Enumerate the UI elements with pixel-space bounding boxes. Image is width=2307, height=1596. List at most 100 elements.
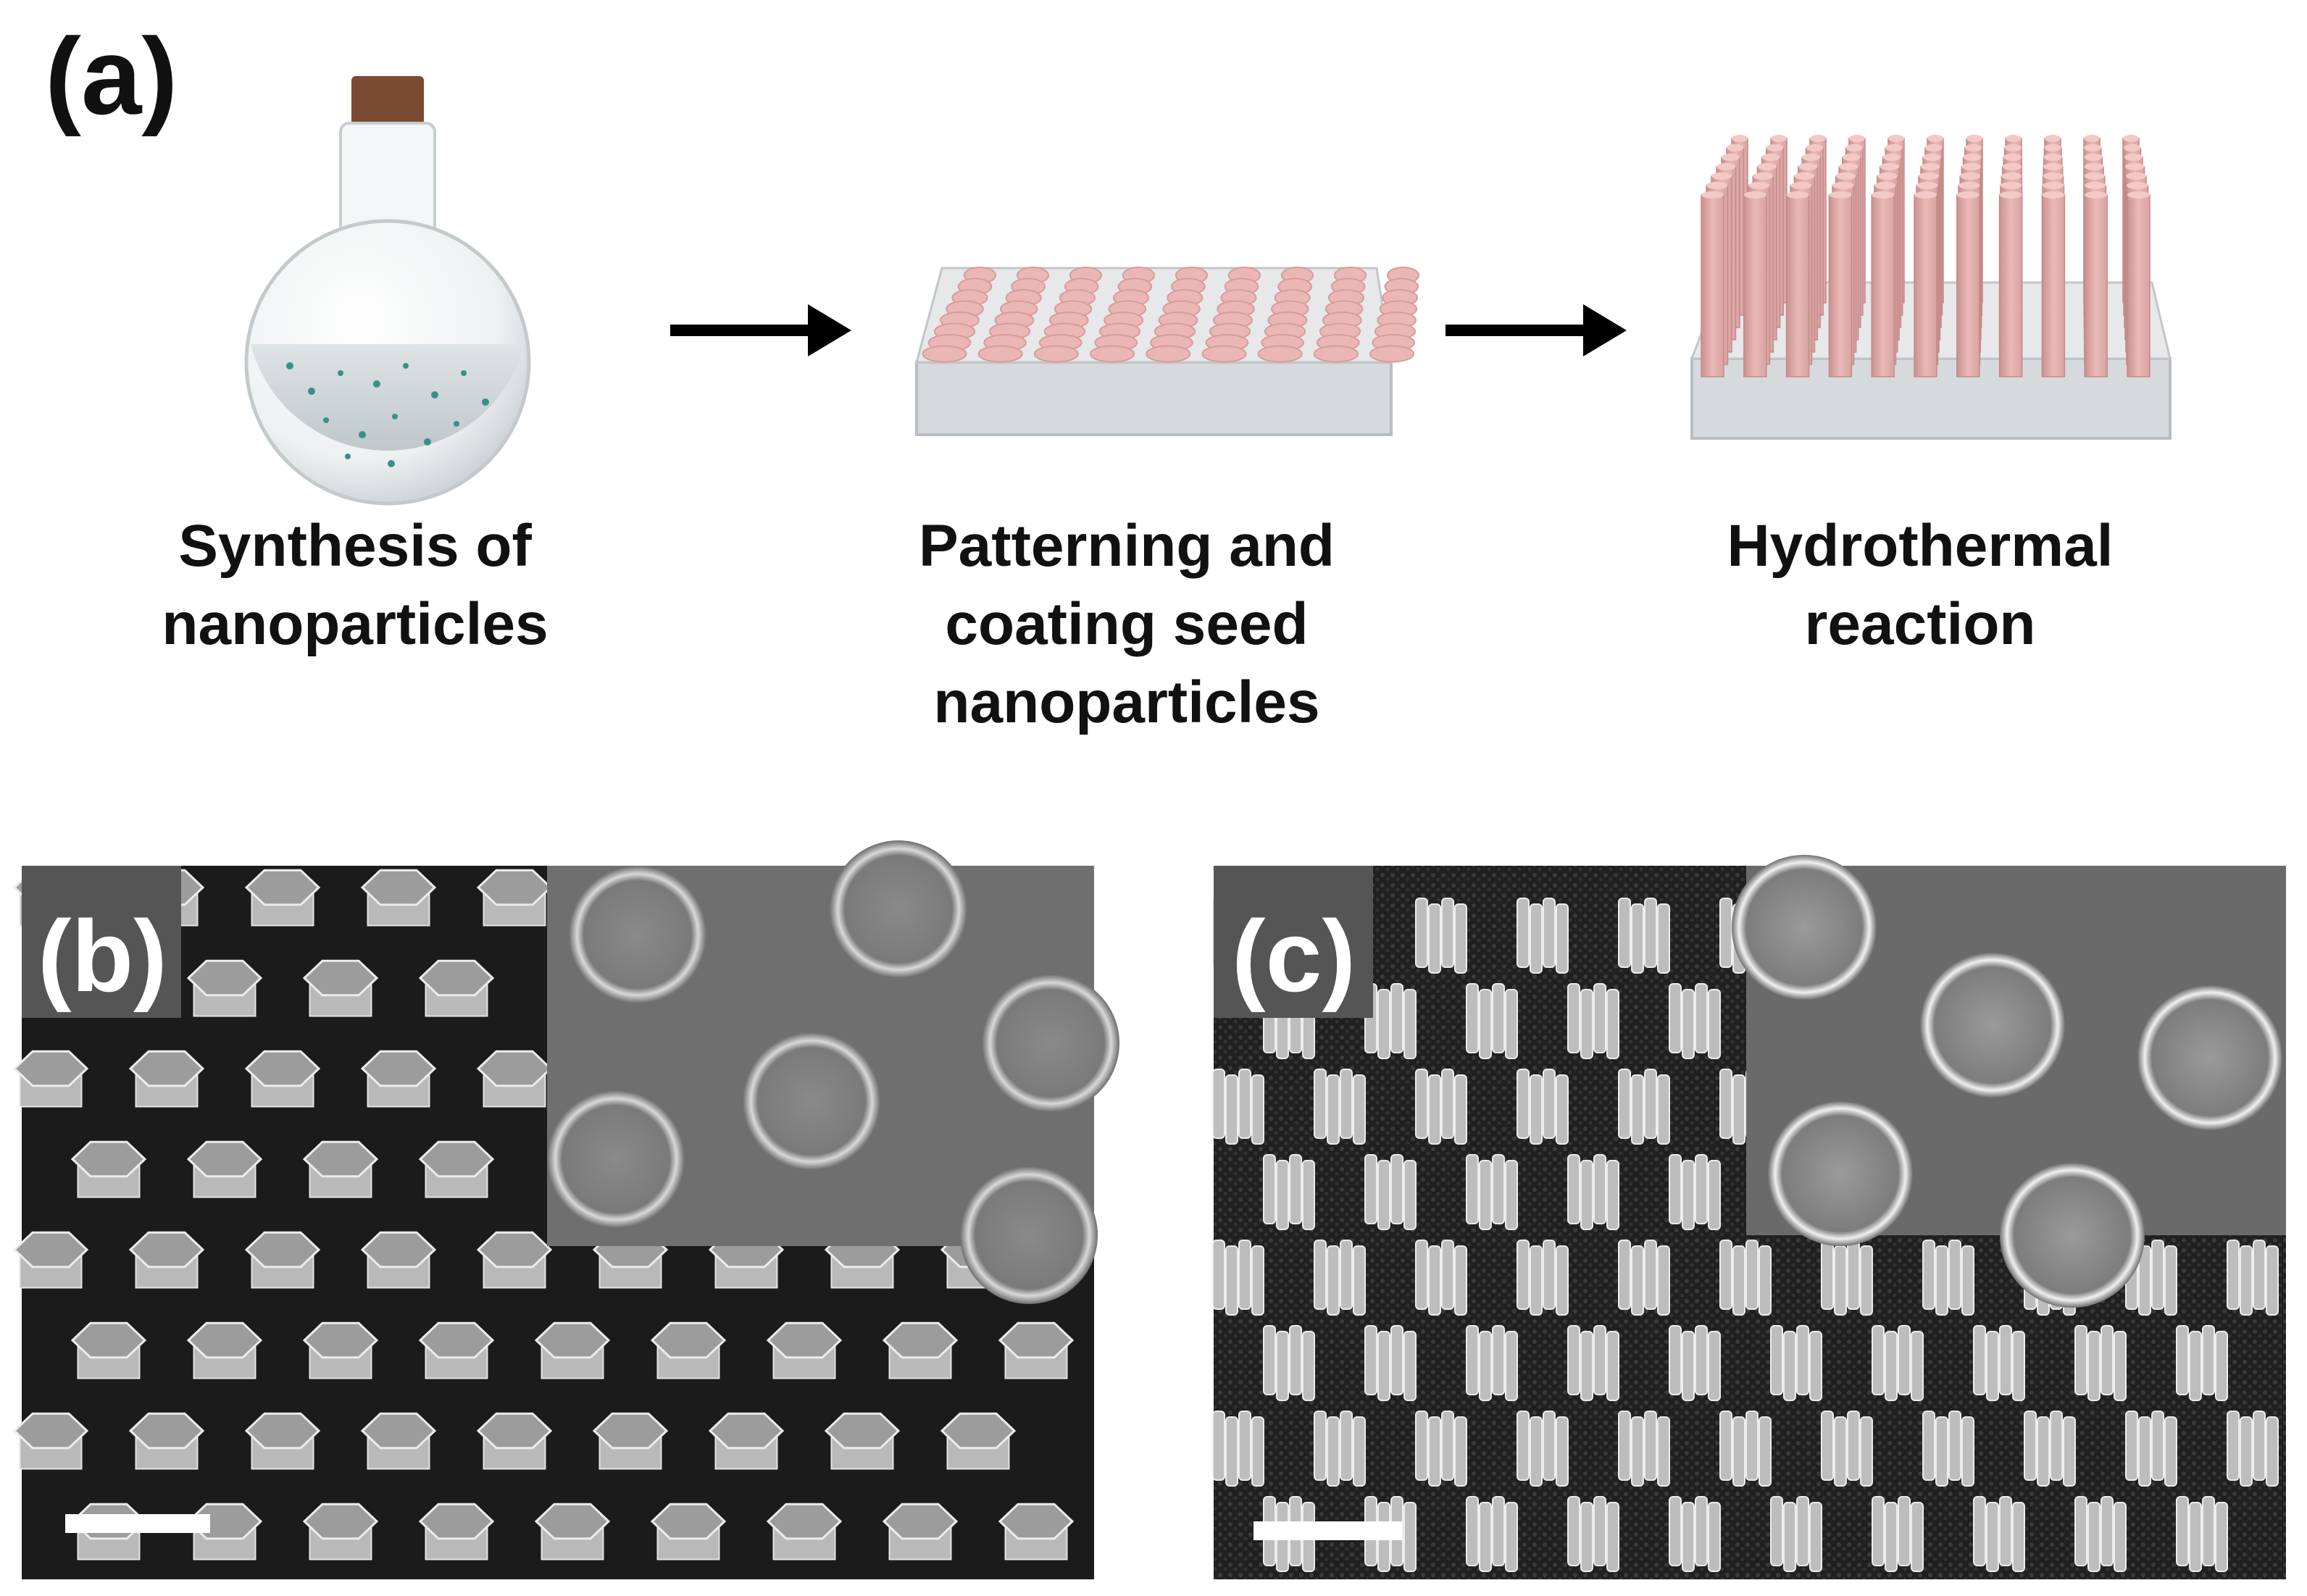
hex-pillar xyxy=(360,869,437,927)
hex-pillar xyxy=(476,1050,553,1108)
rod-bundle xyxy=(1669,1325,1721,1401)
seed-dot xyxy=(1313,345,1359,363)
nanorod xyxy=(2127,191,2150,377)
caption-step-3: Hydrothermal reaction xyxy=(1645,507,2195,664)
hex-pillar xyxy=(998,1321,1075,1379)
hex-pillar xyxy=(418,1503,495,1561)
rod-bundle xyxy=(2125,1411,2177,1487)
panel-label-a: (a) xyxy=(45,15,178,137)
hex-pillar xyxy=(766,1503,843,1561)
rod-bundle xyxy=(1872,1325,1924,1401)
rod-bundle xyxy=(2125,1240,2177,1316)
inset-disk xyxy=(1920,953,2065,1098)
inset-disk xyxy=(743,1032,880,1170)
rod-bundle xyxy=(1973,1325,2025,1401)
caption-line: Patterning and xyxy=(918,513,1335,579)
hex-pillar xyxy=(70,1321,147,1379)
hex-pillar xyxy=(244,1050,321,1108)
rod-bundle xyxy=(1212,1240,1264,1316)
rod-bundle xyxy=(1770,1496,1822,1572)
hex-pillar xyxy=(360,1412,437,1470)
caption-line: reaction xyxy=(1804,591,2036,658)
rod-bundle xyxy=(1618,898,1670,974)
nanoparticles-in-flask xyxy=(286,362,489,467)
nanorod xyxy=(1956,191,1980,377)
hex-pillar xyxy=(476,1231,553,1289)
hex-pillar xyxy=(940,1412,1017,1470)
hex-pillar xyxy=(12,1050,89,1108)
hex-pillar xyxy=(650,1503,727,1561)
rod-bundle xyxy=(1669,1154,1721,1230)
rod-bundle xyxy=(1821,1240,1873,1316)
rod-bundle xyxy=(1567,1496,1619,1572)
rod-bundle xyxy=(1415,898,1467,974)
label-box-c xyxy=(1214,866,1373,1018)
rod-bundle xyxy=(1973,1496,2025,1572)
nanorod xyxy=(1701,191,1724,377)
rod-bundle xyxy=(1415,1069,1467,1145)
rod-bundle xyxy=(1466,1154,1518,1230)
hex-pillar xyxy=(302,1140,379,1198)
rod-bundle xyxy=(1770,1325,1822,1401)
hex-pillar xyxy=(70,1140,147,1198)
nanorod xyxy=(2041,191,2066,377)
flask-illustration xyxy=(244,76,531,506)
sem-image-c xyxy=(1212,855,2286,1579)
seed-dot xyxy=(1369,345,1415,363)
rod-bundle xyxy=(1212,1411,1264,1487)
rod-bundle xyxy=(1669,983,1721,1059)
inset-disk xyxy=(2000,1163,2145,1308)
rod-bundle xyxy=(1212,1069,1264,1145)
nanorod xyxy=(1743,191,1767,377)
hex-pillar xyxy=(650,1321,727,1379)
hex-pillar xyxy=(534,1503,611,1561)
rod-bundle xyxy=(1517,898,1569,974)
nanorods xyxy=(1701,135,2150,377)
nanorod xyxy=(1871,191,1895,377)
hex-pillar xyxy=(12,1412,89,1470)
inset-disk xyxy=(1732,855,1877,1000)
caption-line: coating seed xyxy=(945,591,1309,658)
hex-pillar xyxy=(186,1321,263,1379)
seeded-substrate xyxy=(915,267,1420,436)
inset-disk xyxy=(960,1166,1098,1304)
hex-pillar xyxy=(128,1050,205,1108)
hex-pillar xyxy=(418,959,495,1017)
rod-bundle xyxy=(1263,1325,1315,1401)
rod-bundle xyxy=(2227,1411,2279,1487)
arrow-1 xyxy=(670,304,851,356)
nanorod xyxy=(1914,191,1937,377)
seed-dot xyxy=(1033,345,1079,363)
caption-step-2: Patterning and coating seed nanoparticle… xyxy=(851,507,1402,743)
hex-pillar xyxy=(418,1140,495,1198)
rod-bundle xyxy=(2074,1325,2127,1401)
rod-bundle xyxy=(1466,1325,1518,1401)
hex-pillar xyxy=(128,1412,205,1470)
inset-disk xyxy=(547,1090,685,1228)
panel-label-c: (c) xyxy=(1232,899,1356,1013)
seed-dot xyxy=(1090,345,1135,363)
sem-image-b xyxy=(12,840,1119,1579)
inset-disk xyxy=(982,974,1119,1112)
label-box-b xyxy=(22,866,181,1018)
rod-bundle xyxy=(1466,983,1518,1059)
rod-bundle xyxy=(1263,1154,1315,1230)
caption-line: nanoparticles xyxy=(162,591,548,658)
rod-bundle xyxy=(1821,1411,1873,1487)
rod-bundle xyxy=(1567,1154,1619,1230)
inset-disk xyxy=(830,840,967,978)
rod-bundle xyxy=(1517,1411,1569,1487)
rod-bundle xyxy=(1466,1496,1518,1572)
hex-pillar xyxy=(244,1231,321,1289)
hex-pillar xyxy=(476,869,553,927)
hex-pillar xyxy=(186,1140,263,1198)
hex-pillar xyxy=(302,1321,379,1379)
inset-disk xyxy=(2137,985,2282,1130)
nanorod xyxy=(1828,191,1853,377)
rod-bundle xyxy=(1618,1240,1670,1316)
hex-pillar xyxy=(302,1503,379,1561)
rod-bundle xyxy=(1364,1154,1417,1230)
hex-pillar xyxy=(12,1231,89,1289)
hex-pillar xyxy=(360,1231,437,1289)
